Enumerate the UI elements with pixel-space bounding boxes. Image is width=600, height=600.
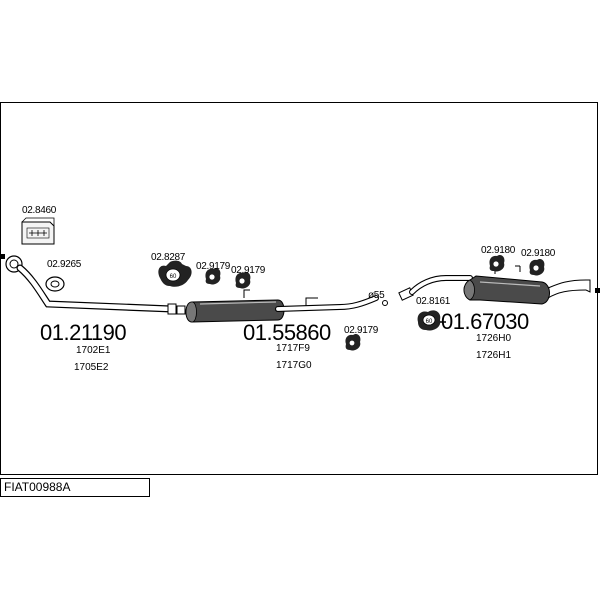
part-label-02-8460: 02.8460 [22,205,57,216]
ref-middle-1: 1717F9 [276,343,310,354]
part-label-02-9179-a: 02.9179 [196,261,231,272]
main-part-rear-silencer: 01.67030 [441,309,529,334]
frame-marker-left [0,254,5,259]
silencer-icon [176,289,379,323]
part-label-02-9179-b: 02.9179 [231,265,266,276]
rubber-hanger-icon [205,267,221,285]
part-label-02-9265: 02.9265 [47,259,82,270]
svg-text:60: 60 [426,319,433,325]
main-part-middle-silencer: 01.55860 [243,320,331,345]
part-label-02-9179-c: 02.9179 [344,325,379,336]
part-label-02-9180-b: 02.9180 [521,248,556,259]
rubber-hanger-icon [345,333,361,351]
part-label-02-9180-a: 02.9180 [481,245,516,256]
diameter-label: ø55 [368,290,385,301]
ref-front-1: 1702E1 [76,345,111,356]
mounting-kit-icon [21,217,55,245]
part-label-02-8161: 02.8161 [416,296,451,307]
part-label-02-8287: 02.8287 [151,252,186,263]
gasket-icon [45,276,65,292]
clamp-icon: 60 [158,260,192,287]
rear-silencer [409,265,591,305]
clamp-icon: 60 [417,310,446,331]
ref-rear-2: 1726H1 [476,350,512,361]
rubber-hanger-icon [489,254,505,272]
rubber-hanger-icon [235,271,251,289]
ref-front-2: 1705E2 [74,362,109,373]
rubber-hanger-icon [529,258,545,276]
diagram-code-label: FIAT00988A [0,478,150,497]
ref-middle-2: 1717G0 [276,360,312,371]
main-part-front-pipe: 01.21190 [40,320,127,345]
front-pipe [5,255,177,315]
pipe-icon [382,287,414,306]
frame-marker-right [595,288,600,293]
svg-text:60: 60 [170,274,177,280]
ref-rear-1: 1726H0 [476,333,512,344]
